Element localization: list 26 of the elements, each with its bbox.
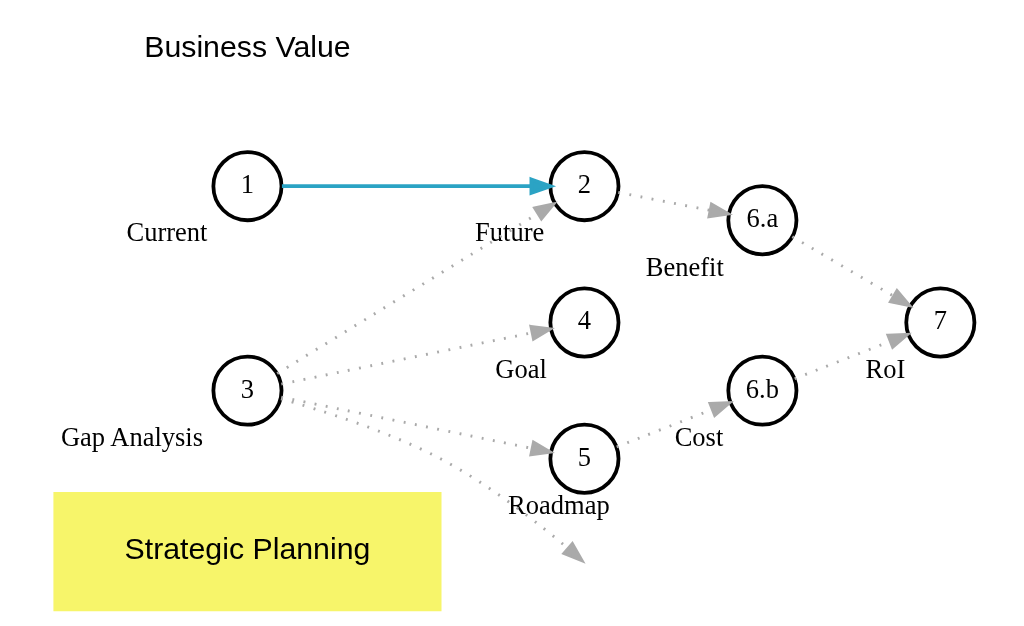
arrow: [617, 191, 733, 219]
arrow: [791, 235, 914, 308]
arrow: [281, 176, 556, 196]
node-box: Strategic Planning: [52, 491, 441, 612]
node-circle: 4: [547, 286, 620, 359]
node-circle: 6.b: [725, 354, 798, 427]
arrow: [615, 401, 734, 449]
node-circle: 6.a: [725, 184, 798, 257]
node-label: Current: [126, 217, 207, 248]
arrow: [793, 332, 912, 381]
node-label: Goal: [494, 353, 547, 384]
node-circle: 3: [211, 354, 283, 427]
node-circle: 2: [547, 150, 620, 223]
arrow: [280, 395, 555, 457]
node-circle: 1: [211, 150, 283, 223]
arrow: [275, 201, 558, 375]
arrow: [280, 324, 555, 386]
node-label: Gap Analysis: [60, 421, 203, 452]
arrow: [280, 397, 586, 564]
node-circle: 7: [903, 286, 976, 359]
node-label: Cost: [674, 421, 723, 452]
node-circle: 5: [547, 422, 620, 495]
node-label: Future: [474, 217, 544, 248]
node-label: RoI: [865, 353, 905, 384]
node-label: Benefit: [645, 251, 724, 282]
label: Business Value: [143, 30, 351, 64]
